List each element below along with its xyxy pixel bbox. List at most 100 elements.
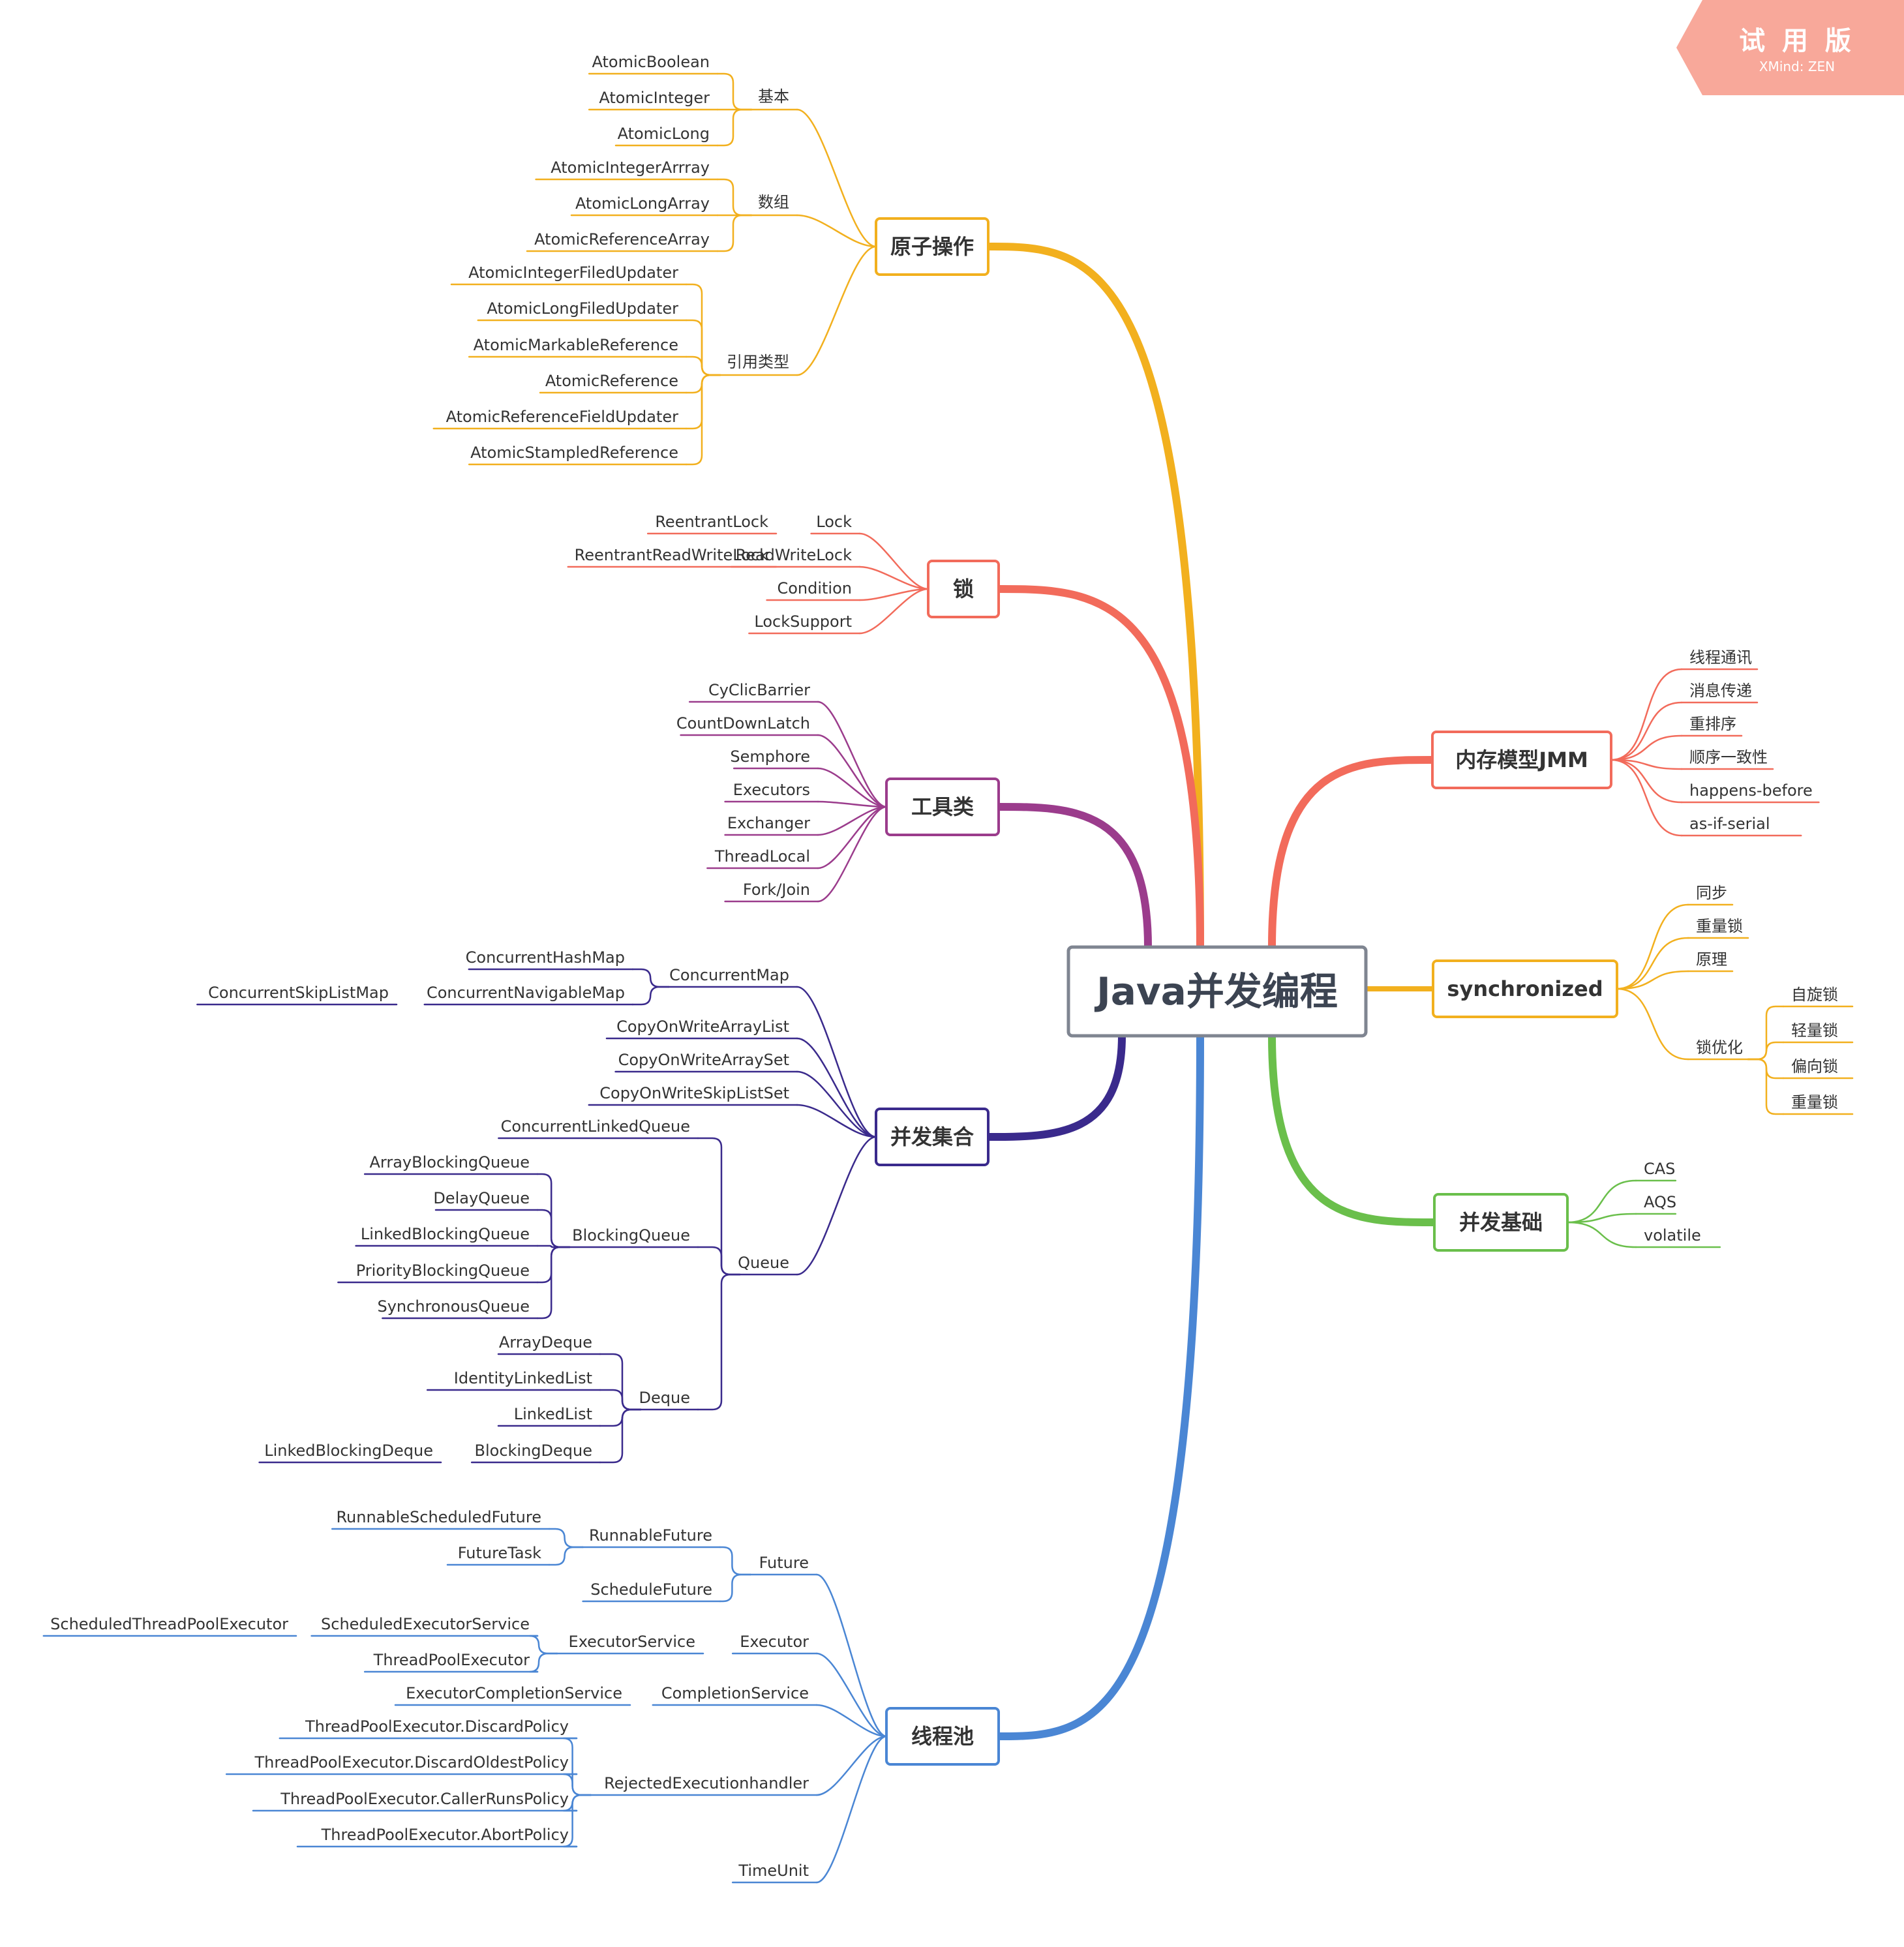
node-atomicboolean: AtomicBoolean — [592, 53, 710, 71]
node-node: 原理 — [1696, 950, 1727, 969]
connector — [685, 355, 721, 376]
node-executorservice: ExecutorService — [569, 1633, 695, 1651]
topic-synchronized-box[interactable] — [1432, 959, 1618, 1018]
connector — [697, 1273, 741, 1411]
topic-tools-box[interactable] — [885, 777, 1000, 836]
main-branch — [1268, 1032, 1438, 1226]
topic-lock-box[interactable] — [927, 560, 1000, 618]
connector — [529, 1652, 558, 1673]
node-atomiclongarray: AtomicLongArray — [575, 194, 710, 213]
connector — [716, 108, 753, 147]
node-reentrantlock: ReentrantLock — [655, 513, 768, 531]
node-atomicintegerfiledupdater: AtomicIntegerFiledUpdater — [468, 264, 678, 282]
topic-lock-title: 锁 — [953, 577, 974, 601]
node-future: Future — [759, 1554, 809, 1572]
node-node: 重量锁 — [1791, 1093, 1838, 1111]
group-node: 基本 — [758, 87, 789, 106]
node-atomiclong: AtomicLong — [618, 125, 710, 143]
connector — [796, 108, 877, 248]
connector — [631, 968, 670, 988]
node-atomiclongfiledupdater: AtomicLongFiledUpdater — [487, 299, 678, 318]
node-rejectedexecutionhandler: RejectedExecutionhandler — [604, 1774, 809, 1792]
connector — [1566, 1179, 1637, 1224]
connector — [796, 214, 877, 248]
node-node: 消息传递 — [1689, 682, 1752, 700]
node-node: 顺序一致性 — [1689, 748, 1768, 766]
connector — [858, 588, 929, 635]
node-timeunit: TimeUnit — [738, 1862, 809, 1880]
topic-concurrency-basics-title: 并发基础 — [1459, 1210, 1543, 1235]
node-scheduledexecutorservice: ScheduledExecutorService — [321, 1615, 530, 1633]
topic-atomic-title: 原子操作 — [890, 234, 974, 259]
node-node: 线程通讯 — [1689, 648, 1752, 667]
node-volatile: volatile — [1644, 1226, 1701, 1245]
node-countdownlatch: CountDownLatch — [676, 714, 810, 732]
branch-connectors — [42, 72, 1854, 1884]
node-threadpoolexecutor-discardpolicy: ThreadPoolExecutor.DiscardPolicy — [305, 1717, 569, 1736]
node-futuretask: FutureTask — [458, 1544, 541, 1562]
connector — [685, 374, 721, 430]
node-threadpoolexecutor-discardoldestpolicy: ThreadPoolExecutor.DiscardOldestPolicy — [254, 1753, 569, 1772]
connector — [1616, 988, 1689, 1061]
connector — [817, 701, 888, 808]
topic-atomic-box[interactable] — [875, 217, 990, 276]
root-topic-box[interactable] — [1066, 945, 1368, 1038]
connector — [548, 1546, 584, 1566]
connector — [599, 1408, 642, 1427]
node-semphore: Semphore — [730, 747, 810, 766]
node-priorityblockingqueue: PriorityBlockingQueue — [356, 1261, 530, 1280]
node-atomicreferencearray: AtomicReferenceArray — [534, 230, 710, 249]
connector — [631, 986, 670, 1006]
connector — [796, 1104, 877, 1138]
connector — [815, 1704, 888, 1738]
connector — [1610, 759, 1683, 804]
node-runnablefuture: RunnableFuture — [589, 1526, 712, 1545]
connector — [697, 1137, 741, 1276]
topic-collections-box[interactable] — [875, 1108, 990, 1166]
topic-concurrency-basics-box[interactable] — [1433, 1193, 1569, 1252]
connector — [1616, 937, 1689, 990]
connector — [563, 1773, 592, 1796]
node-cyclicbarrier: CyClicBarrier — [708, 681, 810, 699]
node-cas: CAS — [1644, 1160, 1675, 1178]
node-arrayblockingqueue: ArrayBlockingQueue — [369, 1153, 530, 1171]
node-executor: Executor — [740, 1633, 809, 1651]
connector — [817, 806, 888, 903]
connector — [817, 806, 888, 869]
root-topic-title: Java并发编程 — [1094, 969, 1338, 1014]
connector — [1566, 1213, 1637, 1224]
connector — [599, 1353, 642, 1411]
connector — [599, 1389, 642, 1411]
node-node: 锁优化 — [1696, 1038, 1743, 1057]
topic-threadpool-box[interactable] — [885, 1707, 1000, 1766]
connector — [716, 178, 753, 217]
connector — [536, 1209, 571, 1248]
node-condition: Condition — [777, 579, 852, 597]
node-fork-join: Fork/Join — [743, 881, 810, 899]
connector — [1610, 734, 1683, 761]
node-copyonwritearraylist: CopyOnWriteArrayList — [616, 1018, 789, 1036]
connector — [685, 374, 721, 466]
topic-collections-title: 并发集合 — [890, 1124, 974, 1149]
topic-jmm-box[interactable] — [1431, 731, 1612, 789]
node-deque: Deque — [639, 1389, 690, 1407]
topic-jmm-title: 内存模型JMM — [1455, 747, 1588, 772]
node-node: 偏向锁 — [1791, 1057, 1838, 1076]
topic-threadpool-title: 线程池 — [911, 1724, 974, 1749]
node-labels: 基本AtomicBooleanAtomicIntegerAtomicLong数组… — [50, 53, 1838, 1880]
node-arraydeque: ArrayDeque — [499, 1333, 592, 1351]
node-threadpoolexecutor-callerrunspolicy: ThreadPoolExecutor.CallerRunsPolicy — [280, 1790, 569, 1808]
connector — [1566, 1221, 1637, 1248]
connector — [817, 734, 888, 808]
connector — [815, 1573, 888, 1738]
main-branch — [995, 803, 1152, 951]
node-schedulefuture: ScheduleFuture — [590, 1580, 712, 1599]
connector — [796, 1037, 877, 1138]
connector — [815, 1735, 888, 1796]
watermark-ribbon-shape — [1676, 0, 1904, 95]
node-concurrentnavigablemap: ConcurrentNavigableMap — [427, 984, 625, 1002]
node-delayqueue: DelayQueue — [433, 1189, 530, 1207]
connector — [1616, 903, 1689, 990]
connector — [858, 566, 929, 590]
connector — [563, 1794, 592, 1848]
